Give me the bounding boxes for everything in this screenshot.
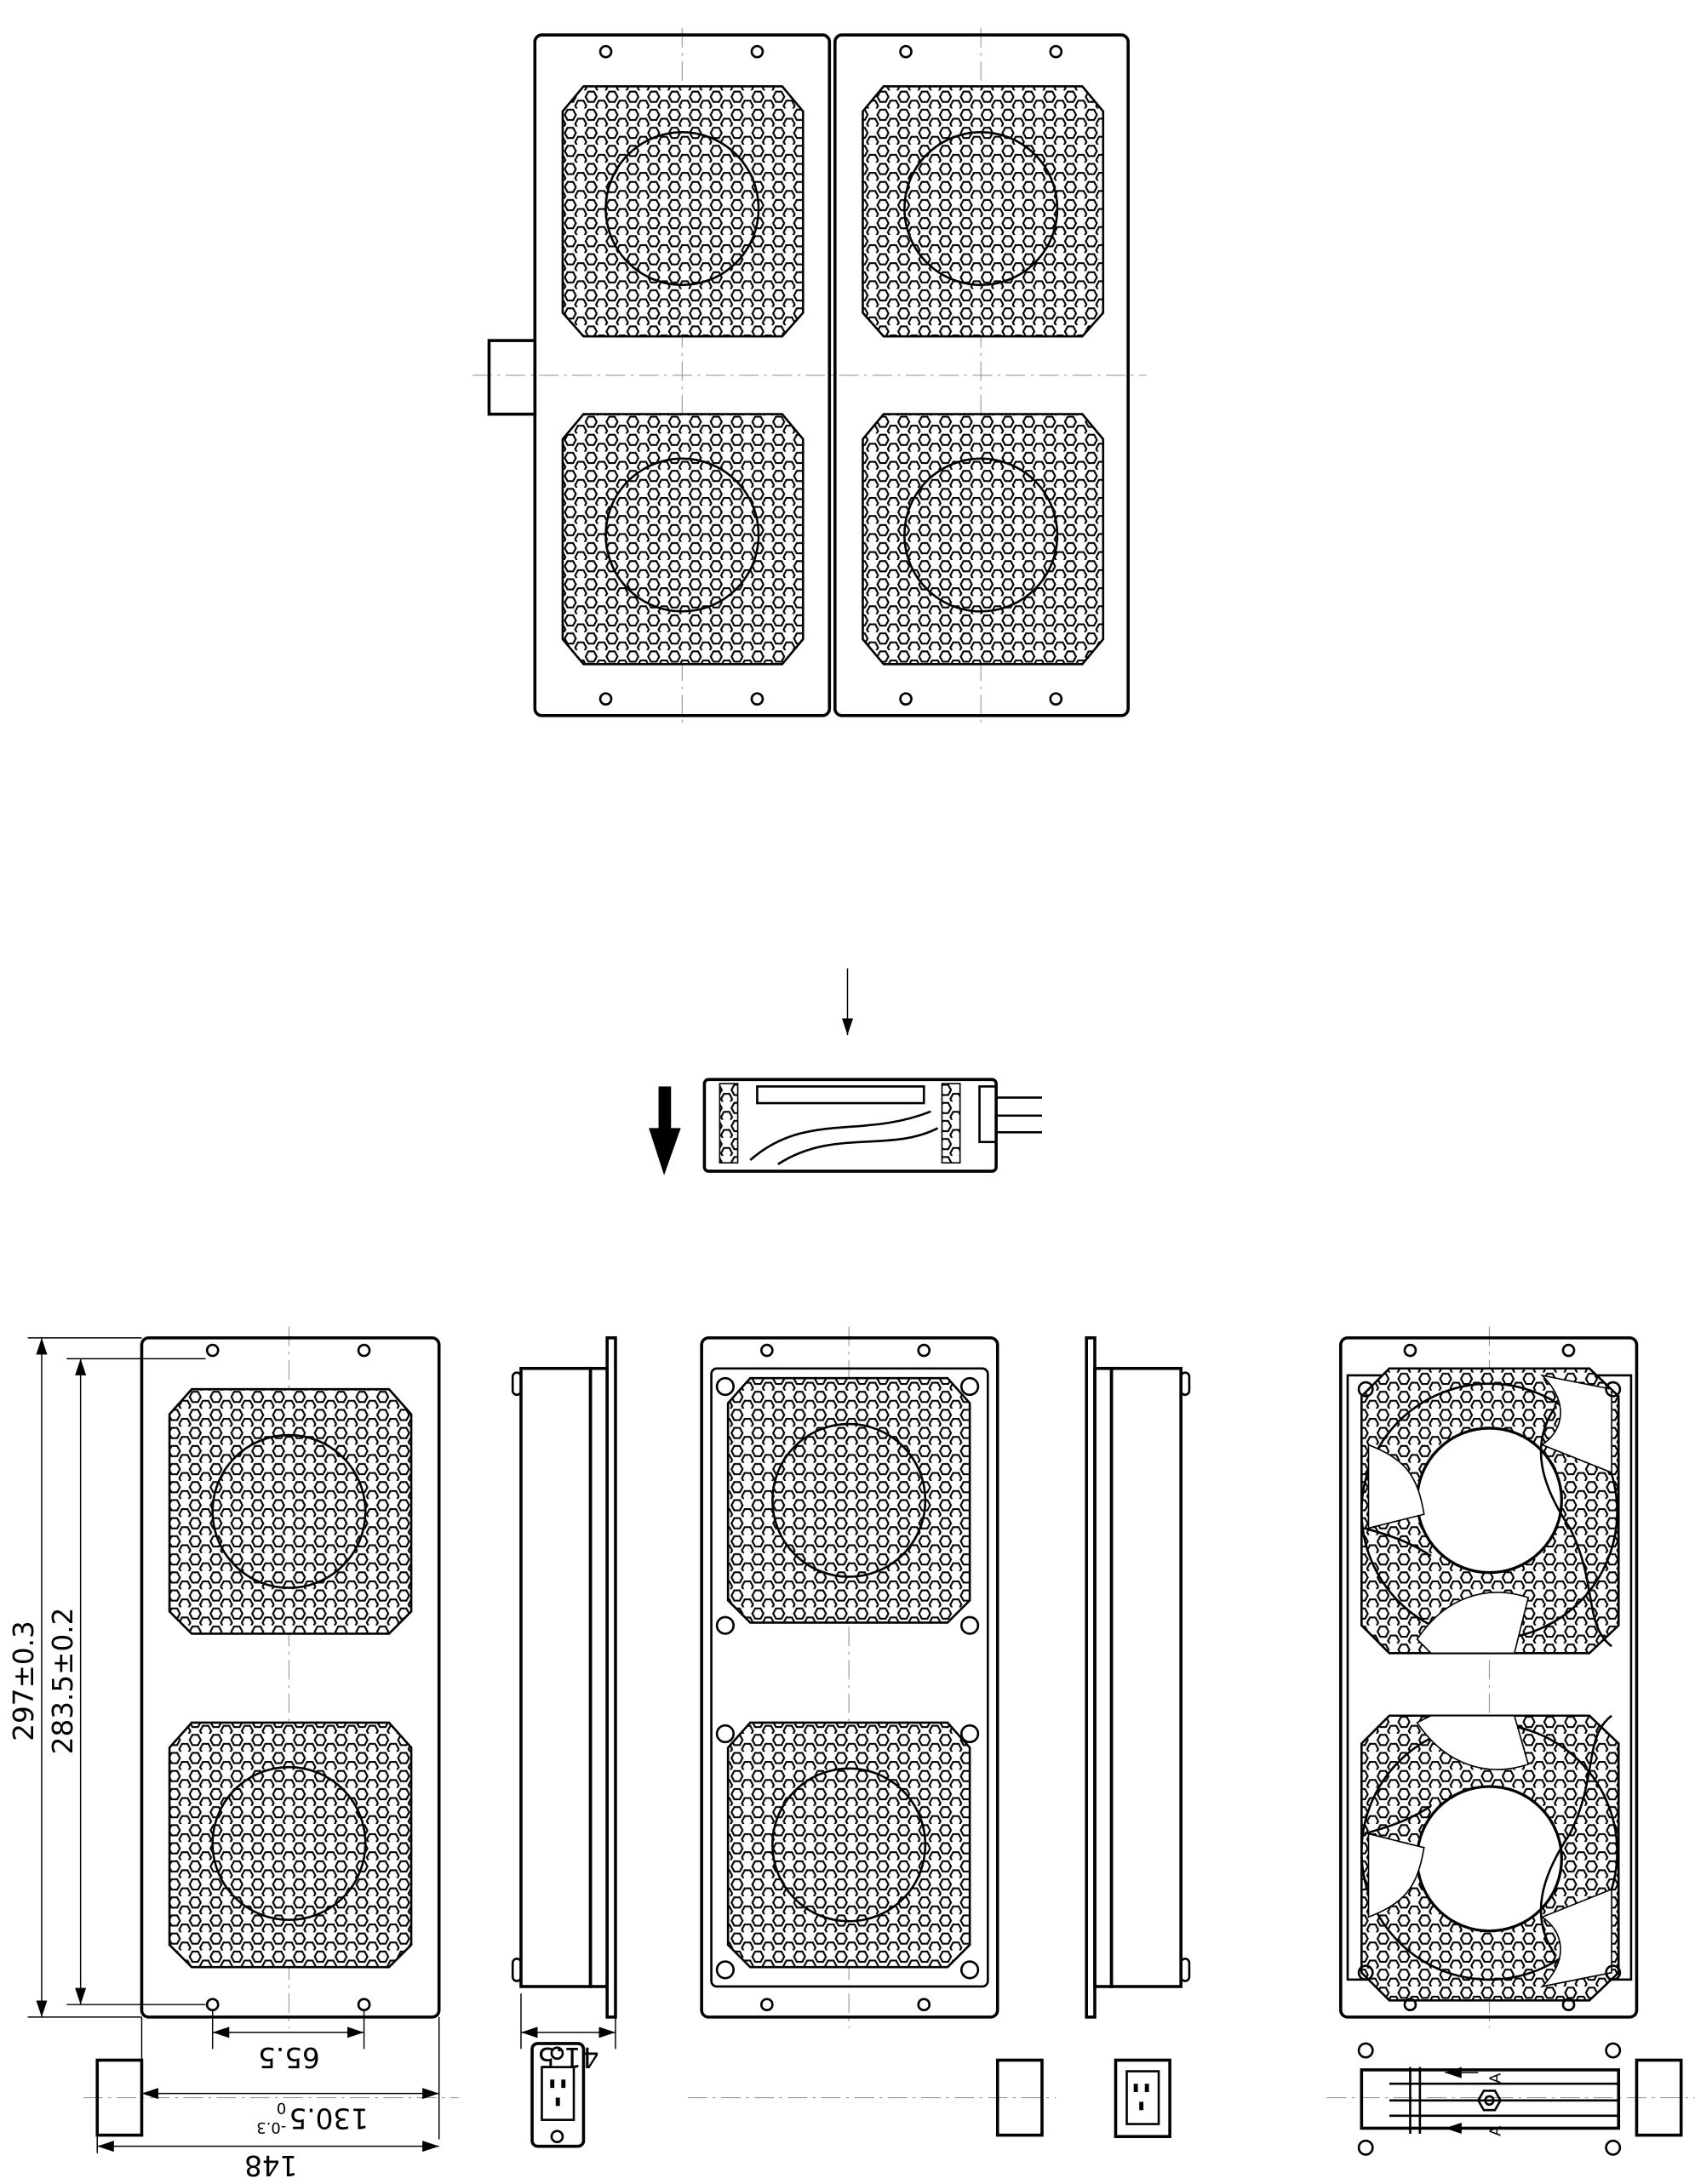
- dim-panel-width-tol-upper: 0: [277, 2099, 286, 2117]
- section-mark-a-bottom: A: [1487, 2125, 1505, 2136]
- dim-hole-spacing: 65.5: [258, 2041, 320, 2073]
- dim-panel-width-tol-lower: -0.3: [256, 2118, 286, 2136]
- rear-view: A A: [1326, 1326, 1695, 2156]
- mounting-holes: [715, 1343, 980, 2012]
- fan-panel-left: [533, 33, 832, 718]
- dim-height-holes: 283.5±0.2: [47, 1608, 79, 1755]
- dim-depth: 41.5: [537, 2041, 599, 2073]
- dim-panel-width: 130.5: [289, 2102, 368, 2135]
- dim-height-overall: 297±0.3: [8, 1621, 40, 1741]
- power-inlet-icon: [530, 2042, 586, 2148]
- fan-panel-right: [833, 33, 1130, 718]
- connector-housing: [487, 339, 537, 416]
- section-view: [649, 968, 1042, 1175]
- airflow-arrow-large: [649, 1086, 681, 1175]
- side-view-left: [511, 1336, 617, 2148]
- side-view-right: [1085, 1336, 1191, 2139]
- section-mark-a-top: A: [1487, 2073, 1505, 2084]
- top-view: [472, 27, 1147, 723]
- wiring-channel: A A: [1360, 2067, 1621, 2136]
- mounting-holes: [1357, 1343, 1622, 2156]
- mounting-holes: [598, 44, 1063, 706]
- dim-overall-width: 148: [244, 2149, 297, 2181]
- power-inlet-icon: [1114, 2058, 1171, 2139]
- front-view: [83, 1326, 459, 2137]
- front-view-inner: [687, 1326, 1057, 2137]
